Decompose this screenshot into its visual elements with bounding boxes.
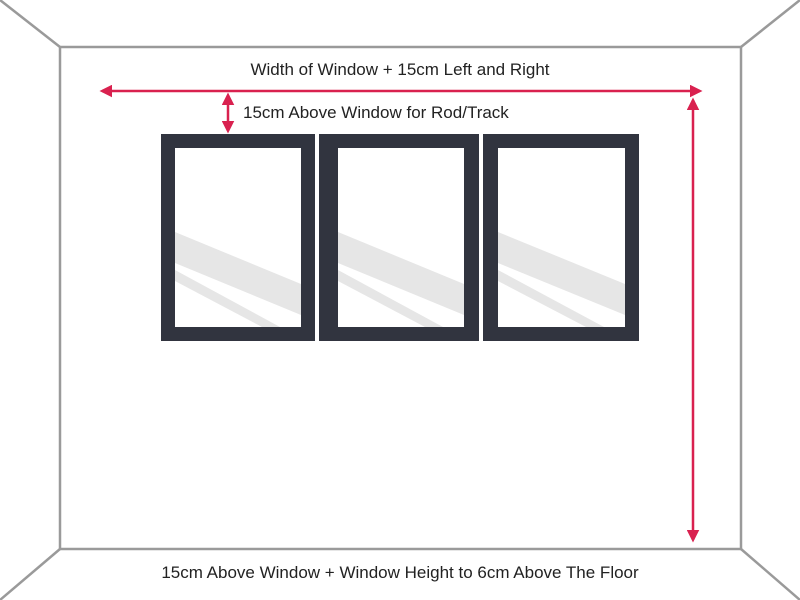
back-wall	[58, 45, 743, 551]
glass-reflection	[498, 232, 625, 315]
window	[161, 134, 639, 341]
window-pane-left	[161, 134, 315, 341]
measurements	[99, 84, 703, 543]
glass-reflection	[338, 270, 443, 327]
corner-line-bottom-right	[740, 548, 800, 600]
corner-line-bottom-left	[0, 548, 61, 600]
above-window-measurement-label: 15cm Above Window for Rod/Track	[243, 103, 509, 122]
glass-reflection	[338, 232, 464, 315]
corner-line-top-right	[740, 0, 800, 48]
window-pane-center	[319, 134, 479, 341]
glass-reflection	[175, 232, 301, 315]
window-pane-right	[483, 134, 639, 341]
drop-measurement-label: 15cm Above Window + Window Height to 6cm…	[161, 563, 639, 582]
width-measurement-label: Width of Window + 15cm Left and Right	[250, 60, 550, 79]
corner-line-top-left	[0, 0, 61, 48]
glass-reflection	[498, 270, 604, 327]
glass-reflection	[175, 270, 280, 327]
